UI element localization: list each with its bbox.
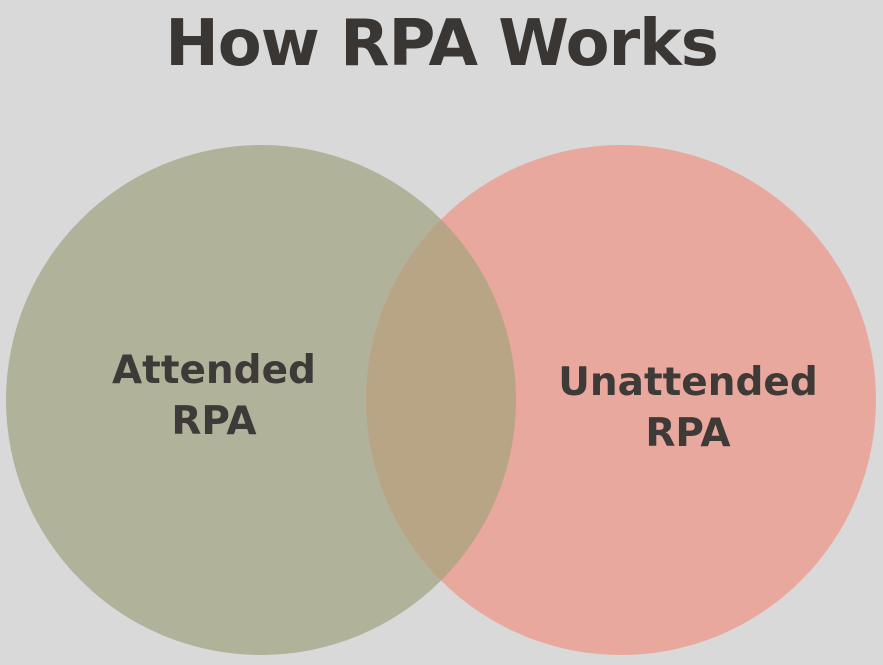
diagram-title: How RPA Works: [165, 7, 719, 81]
attended-rpa-circle: [6, 145, 516, 655]
attended-rpa-label: Attended RPA: [112, 348, 316, 444]
unattended-rpa-circle: [366, 145, 876, 655]
unattended-rpa-label: Unattended RPA: [558, 360, 818, 456]
